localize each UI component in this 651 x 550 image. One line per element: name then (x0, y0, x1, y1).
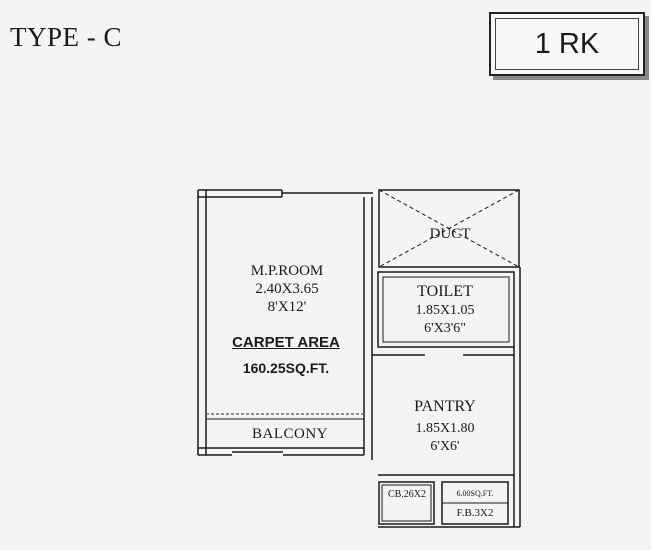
unit-type-badge: 1 RK (489, 12, 645, 76)
pantry-name: PANTRY (414, 398, 476, 415)
mp-room-name: M.P.ROOM (250, 263, 324, 279)
toilet-name: TOILET (417, 283, 473, 300)
duct-name: DUCT (429, 226, 471, 242)
wall-mp-right (363, 197, 373, 370)
duct-cross (378, 189, 520, 268)
cb-box (378, 481, 435, 525)
carpet-area-value: 160.25SQ.FT. (242, 360, 330, 376)
balcony-name: BALCONY (251, 426, 328, 442)
toilet-door (425, 266, 465, 273)
wall-bottom-left (198, 447, 364, 456)
mp-room-dim-ft: 8'X12' (267, 299, 307, 315)
wall-top-right (281, 190, 373, 197)
carpet-area-label: CARPET AREA (232, 334, 340, 351)
pantry-dim-ft: 6'X6' (430, 439, 460, 454)
fb-label: F.B.3X2 (456, 507, 494, 519)
mp-room-dim-m: 2.40X3.65 (255, 281, 319, 297)
toilet-dim-ft: 6'X3'6" (424, 321, 466, 336)
type-label: TYPE - C (10, 22, 122, 52)
fb-area: 6.00SQ.FT. (456, 489, 494, 498)
unit-type-text: 1 RK (495, 18, 639, 70)
pantry-dim-m: 1.85X1.80 (415, 421, 475, 436)
cb-label: CB.26X2 (387, 489, 427, 500)
toilet-dim-m: 1.85X1.05 (415, 303, 475, 318)
wall-outer-left (197, 190, 207, 455)
wall-balcony-right (363, 370, 373, 460)
wall-outer-top (198, 189, 282, 198)
wall-pantry-right (513, 267, 521, 527)
